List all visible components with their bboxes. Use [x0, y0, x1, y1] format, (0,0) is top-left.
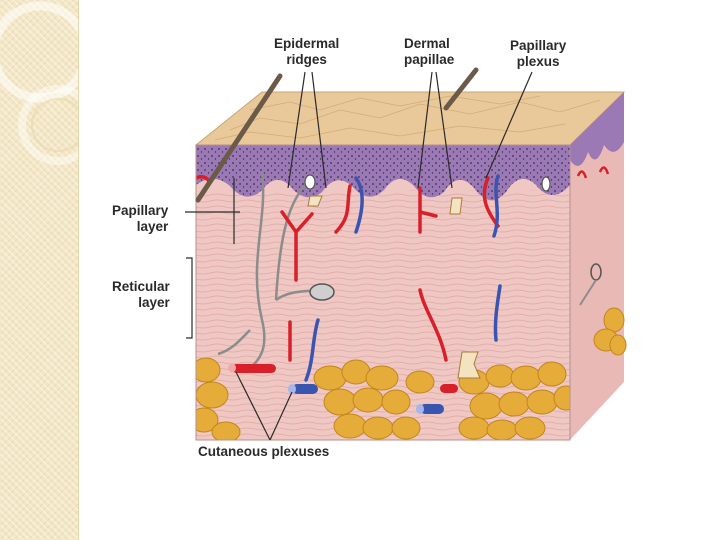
- skin-surface: [196, 92, 624, 145]
- label-papillary-layer: Papillary layer: [112, 203, 168, 235]
- label-papillary-plexus: Papillary plexus: [510, 38, 566, 70]
- label-cutaneous-plexuses: Cutaneous plexuses: [198, 444, 329, 460]
- label-dermal-papillae: Dermal papillae: [404, 36, 454, 68]
- label-epidermal-ridges: Epidermal ridges: [274, 36, 339, 68]
- label-reticular-layer: Reticular layer: [112, 279, 170, 311]
